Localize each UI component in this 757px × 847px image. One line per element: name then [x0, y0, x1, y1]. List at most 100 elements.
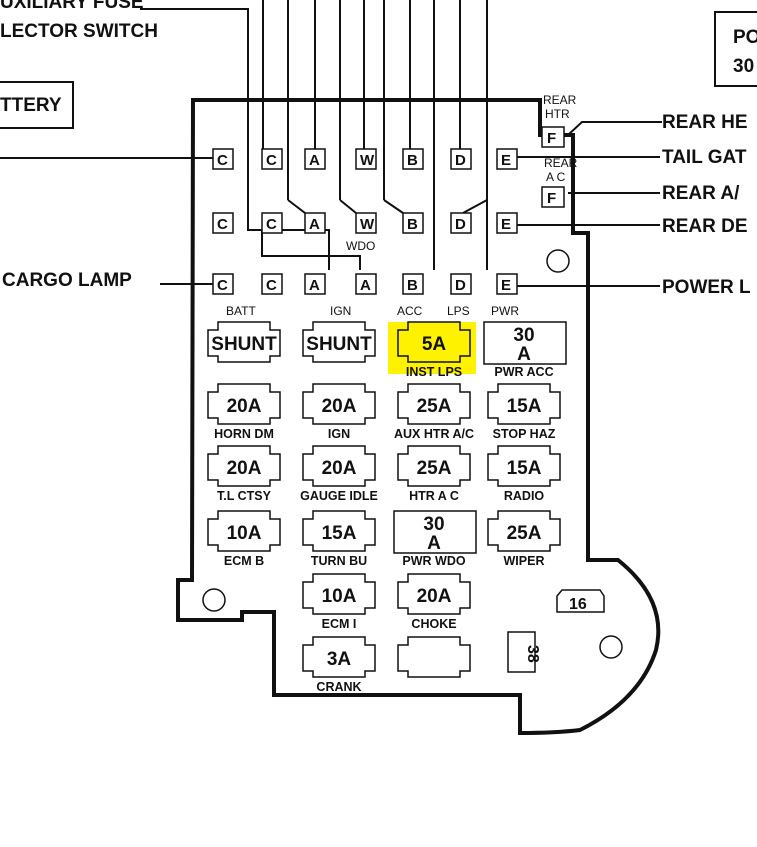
svg-text:3A: 3A — [327, 649, 352, 670]
svg-text:E: E — [501, 216, 511, 233]
rear-defog-label: REAR DE — [662, 216, 748, 237]
terminal-c: C — [261, 273, 283, 295]
svg-text:ECM B: ECM B — [224, 554, 264, 568]
svg-text:HORN DM: HORN DM — [214, 427, 274, 441]
svg-text:D: D — [455, 152, 466, 169]
rear-terminal-1: F — [541, 126, 565, 148]
svg-text:CHOKE: CHOKE — [411, 617, 456, 631]
battery-label: TTERY — [0, 95, 62, 116]
svg-text:A: A — [309, 216, 320, 233]
terminal-d: D — [450, 148, 472, 170]
power-box-line1: PO — [733, 27, 757, 48]
tail-gate-label: TAIL GAT — [662, 147, 747, 168]
svg-text:20A: 20A — [227, 458, 262, 479]
svg-text:E: E — [501, 277, 511, 294]
terminal-e: E — [496, 212, 518, 234]
connector-16: 16 — [556, 589, 605, 613]
connector-38: 38 — [507, 631, 541, 673]
svg-text:10A: 10A — [227, 523, 262, 544]
svg-text:C: C — [266, 152, 277, 169]
svg-text:20A: 20A — [417, 586, 452, 607]
mount-hole-right — [599, 635, 623, 659]
svg-text:25A: 25A — [417, 396, 452, 417]
svg-text:B: B — [407, 216, 418, 233]
rear-ac-small-2: A C — [546, 170, 566, 184]
svg-text:CRANK: CRANK — [316, 680, 361, 694]
terminal-e: E — [496, 148, 518, 170]
bus-label: BATT — [226, 304, 256, 318]
terminal-c: C — [261, 148, 283, 170]
terminal-b: B — [402, 148, 424, 170]
terminal-c: C — [261, 212, 283, 234]
terminal-b: B — [402, 273, 424, 295]
svg-text:15A: 15A — [507, 396, 542, 417]
bus-label: LPS — [447, 304, 470, 318]
svg-text:INST LPS: INST LPS — [406, 365, 462, 379]
svg-text:T.L CTSY: T.L CTSY — [217, 489, 272, 503]
svg-text:C: C — [217, 152, 228, 169]
svg-text:HTR A C: HTR A C — [409, 489, 459, 503]
svg-text:W: W — [360, 216, 375, 233]
terminal-b: B — [402, 212, 424, 234]
terminal-c: C — [212, 273, 234, 295]
bus-label: IGN — [330, 304, 351, 318]
terminal-c: C — [212, 148, 234, 170]
svg-text:C: C — [217, 277, 228, 294]
terminal-a: A — [304, 273, 326, 295]
terminal-w: W — [355, 212, 377, 234]
rear-ac-label: REAR A/ — [662, 183, 740, 204]
fuse: 15A TURN BU — [302, 510, 376, 568]
svg-text:15A: 15A — [322, 523, 357, 544]
terminal-d: D — [450, 273, 472, 295]
svg-text:A: A — [309, 277, 320, 294]
svg-text:F: F — [547, 130, 556, 147]
wdo-label: WDO — [346, 239, 375, 253]
power-lock-label: POWER L — [662, 277, 751, 298]
battery-box — [0, 81, 74, 129]
svg-text:C: C — [217, 216, 228, 233]
svg-text:F: F — [547, 190, 556, 207]
fuse: 20A CHOKE — [397, 573, 471, 631]
rear-terminal-2: F — [541, 186, 565, 208]
svg-text:SHUNT: SHUNT — [211, 334, 277, 355]
svg-text:30: 30 — [423, 514, 444, 535]
fuse: SHUNT — [302, 321, 376, 363]
svg-text:B: B — [407, 277, 418, 294]
selector-switch-label: LECTOR SWITCH — [0, 21, 158, 42]
svg-text:A: A — [360, 277, 371, 294]
svg-text:TURN BU: TURN BU — [311, 554, 367, 568]
svg-text:D: D — [455, 277, 466, 294]
svg-text:C: C — [266, 216, 277, 233]
terminal-e: E — [496, 273, 518, 295]
rear-htr-small-2: HTR — [545, 107, 570, 121]
terminal-c: C — [212, 212, 234, 234]
svg-text:A: A — [517, 344, 531, 365]
fuse: 10A ECM B — [207, 510, 281, 568]
bus-label: ACC — [397, 304, 423, 318]
svg-text:GAUGE IDLE: GAUGE IDLE — [300, 489, 378, 503]
svg-text:PWR WDO: PWR WDO — [402, 554, 465, 568]
fuse — [397, 636, 471, 678]
terminal-d: D — [450, 212, 472, 234]
svg-text:RADIO: RADIO — [504, 489, 545, 503]
bus-labels: BATT IGN ACC LPS PWR — [226, 304, 519, 318]
svg-text:WIPER: WIPER — [504, 554, 545, 568]
svg-text:16: 16 — [569, 596, 587, 613]
aux-fuse-label: UXILIARY FUSE — [0, 0, 144, 13]
cargo-lamp-label: CARGO LAMP — [2, 270, 132, 291]
terminal-a: A — [304, 148, 326, 170]
svg-text:W: W — [360, 152, 375, 169]
terminal-a: A — [304, 212, 326, 234]
bus-label: PWR — [491, 304, 519, 318]
